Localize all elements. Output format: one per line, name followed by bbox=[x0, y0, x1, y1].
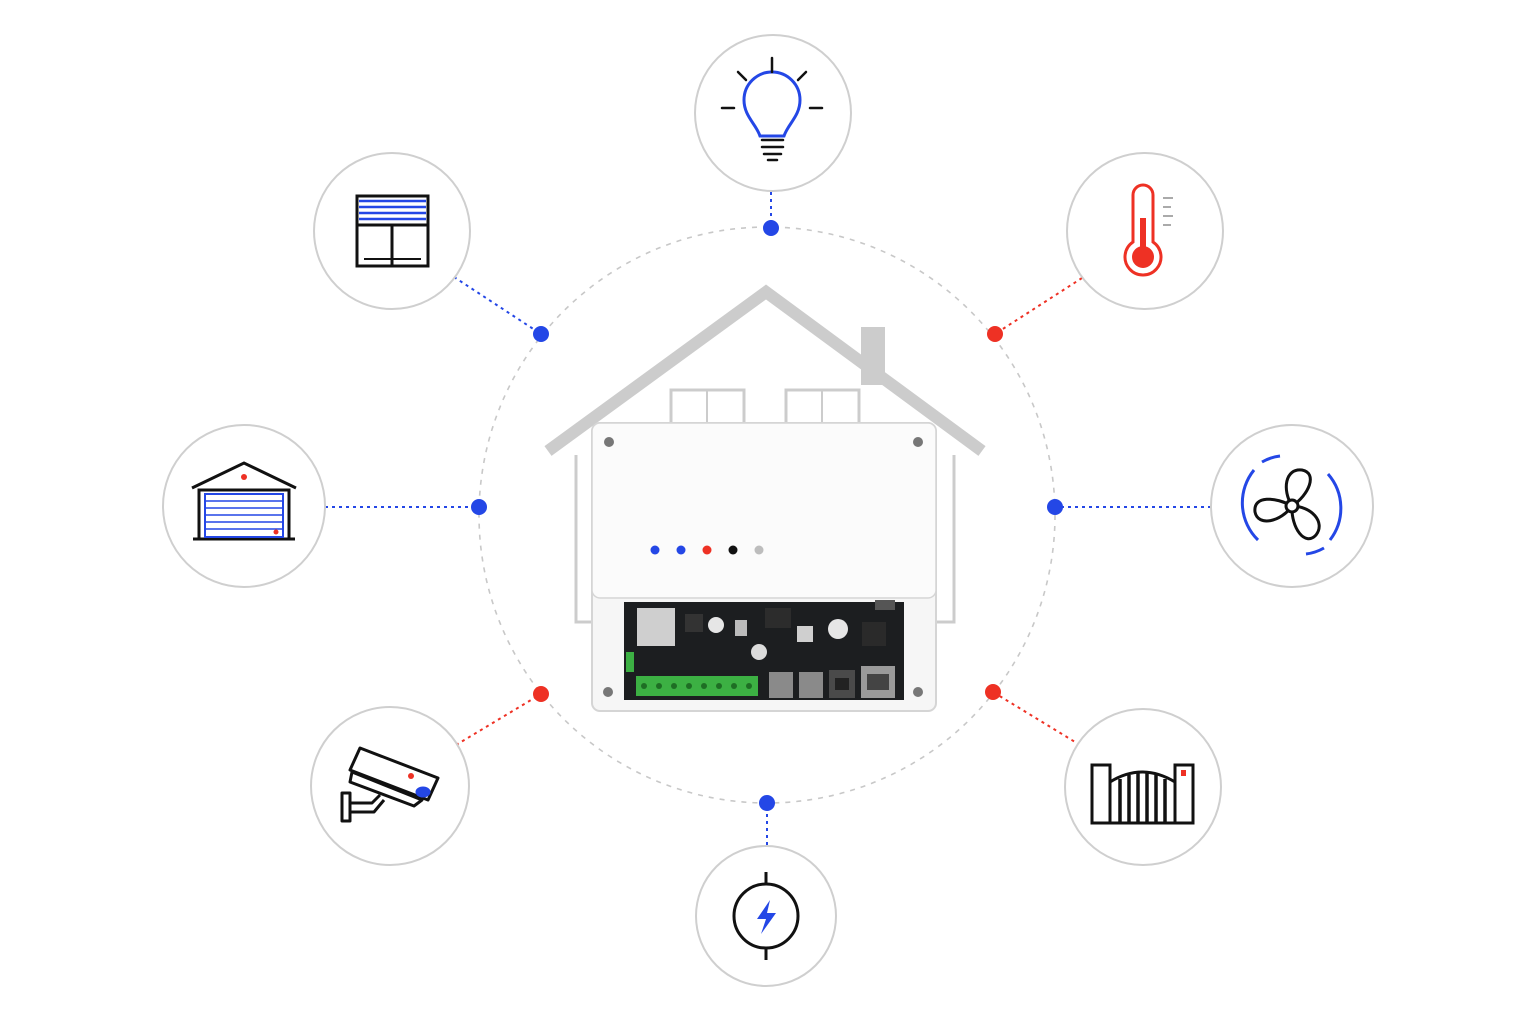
node-fan bbox=[1047, 499, 1063, 515]
circuit-board bbox=[624, 600, 904, 700]
security-camera-icon bbox=[340, 746, 440, 823]
link-window-blinds bbox=[453, 276, 542, 335]
gate-icon bbox=[1090, 763, 1195, 825]
link-gate bbox=[992, 691, 1081, 746]
link-thermometer bbox=[994, 277, 1083, 335]
link-security-camera bbox=[455, 693, 542, 746]
hub-device bbox=[591, 422, 937, 712]
node-gate bbox=[985, 684, 1001, 700]
status-led bbox=[702, 545, 712, 555]
window-blinds-icon bbox=[355, 194, 430, 268]
light-bulb-icon bbox=[720, 56, 824, 162]
device-gate[interactable] bbox=[1064, 708, 1222, 866]
status-led bbox=[728, 545, 738, 555]
node-security-camera bbox=[533, 686, 549, 702]
fan-icon bbox=[1240, 454, 1343, 556]
hub-screws bbox=[603, 437, 923, 697]
status-leds bbox=[650, 545, 764, 555]
garage-door-icon bbox=[191, 461, 297, 541]
connector-nodes bbox=[471, 220, 1063, 811]
node-garage-door bbox=[471, 499, 487, 515]
power-plug-icon bbox=[732, 872, 800, 960]
device-light-bulb[interactable] bbox=[694, 34, 852, 192]
node-thermometer bbox=[987, 326, 1003, 342]
node-light-bulb bbox=[763, 220, 779, 236]
device-garage-door[interactable] bbox=[162, 424, 326, 588]
status-led bbox=[754, 545, 764, 555]
thermometer-icon bbox=[1123, 183, 1173, 277]
node-window-blinds bbox=[533, 326, 549, 342]
node-power-socket bbox=[759, 795, 775, 811]
status-led bbox=[676, 545, 686, 555]
status-led bbox=[650, 545, 660, 555]
